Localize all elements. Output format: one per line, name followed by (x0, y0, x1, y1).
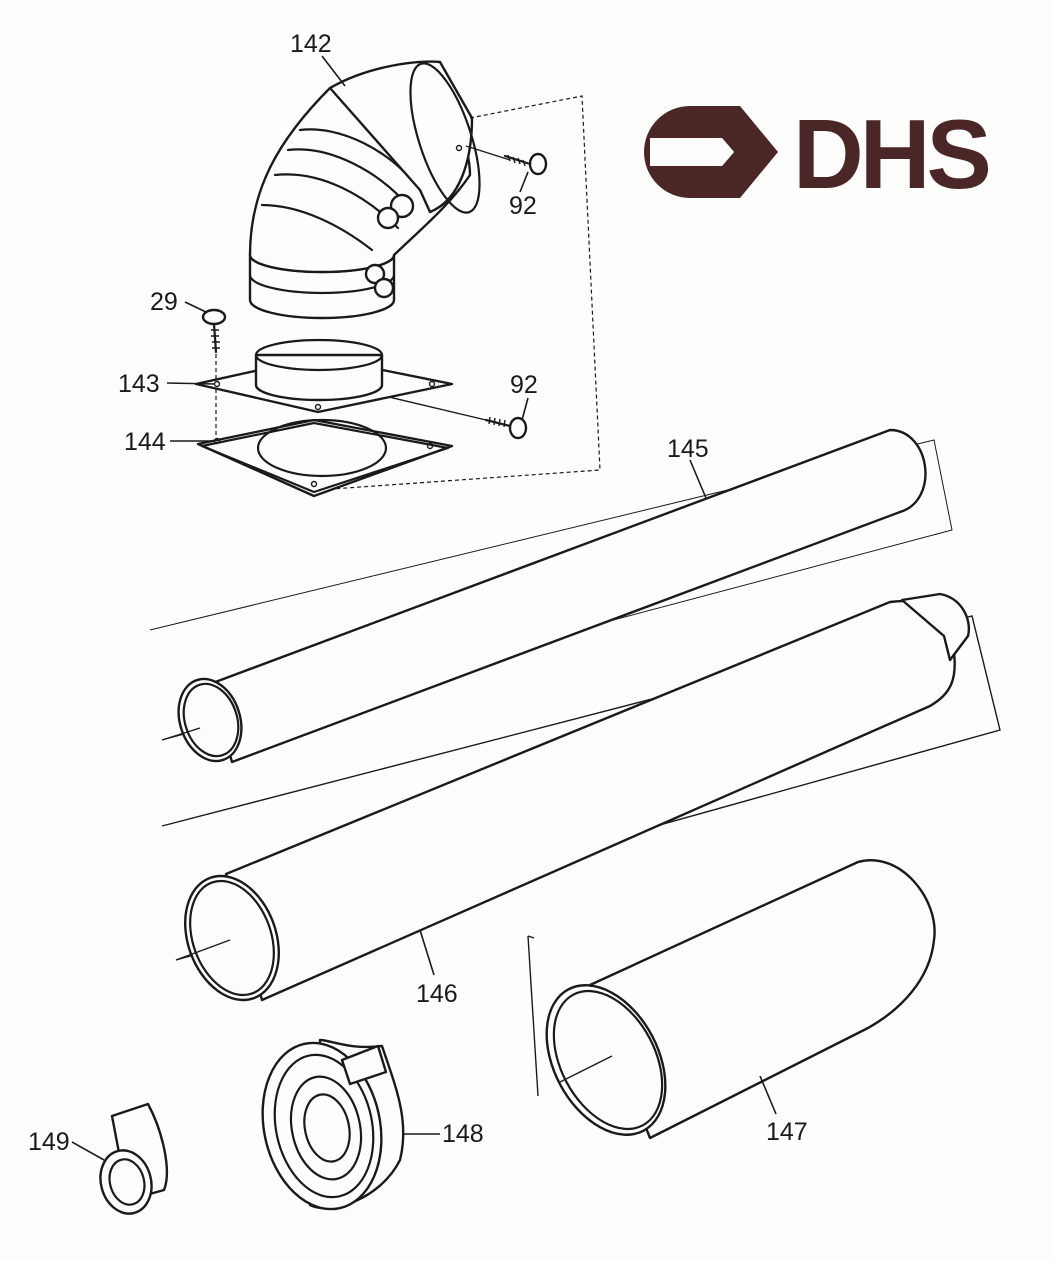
dhs-logo: DHS (644, 99, 993, 209)
leader-lines (71, 55, 777, 1161)
screw-92-bottom (371, 392, 528, 440)
callout-148: 148 (442, 1120, 484, 1148)
callout-29: 29 (150, 288, 178, 316)
part-142-elbow (248, 60, 481, 320)
callout-142: 142 (290, 30, 332, 58)
part-146-pipe-terminal (161, 592, 1001, 1002)
part-147-sleeve (527, 859, 936, 1140)
part-149-small-tape (99, 1102, 168, 1215)
callout-92-top: 92 (509, 192, 537, 220)
callout-92-bottom: 92 (510, 371, 538, 399)
dhs-logo-arrow-shaft (650, 138, 734, 166)
callout-labels: 142 92 29 143 92 144 145 146 147 148 149 (28, 30, 808, 1156)
part-144-gasket (196, 418, 454, 498)
part-145-pipe (149, 428, 953, 764)
callout-146: 146 (416, 980, 458, 1008)
callout-144: 144 (124, 428, 166, 456)
screw-29 (201, 308, 227, 438)
callout-143: 143 (118, 370, 160, 398)
dhs-logo-arrow-mark (644, 106, 778, 198)
screw-92-top (465, 145, 548, 176)
callout-145: 145 (667, 435, 709, 463)
callout-149: 149 (28, 1128, 70, 1156)
callout-147: 147 (766, 1118, 808, 1146)
part-143-plate-and-ring (194, 338, 454, 414)
dhs-logo-text: DHS (793, 99, 989, 209)
part-148-tape-roll (261, 1038, 405, 1211)
dimension-frame-142 (317, 95, 601, 491)
